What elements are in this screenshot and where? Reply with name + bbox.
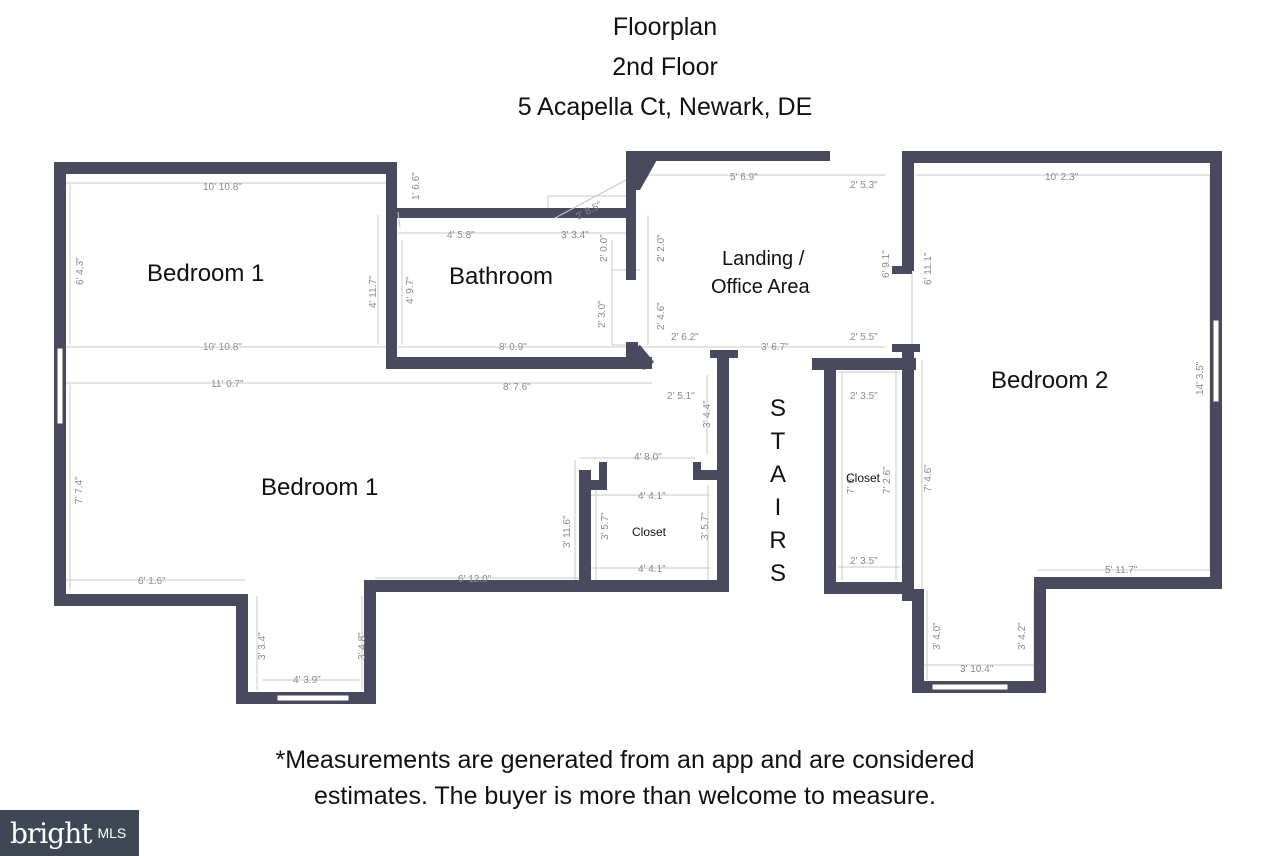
address-label: 5 Acapella Ct, Newark, DE [517,93,813,121]
windows [56,319,1220,702]
dim-label: 3' 5.7" [600,512,611,540]
dim-label: 3' 3.4" [257,632,268,660]
dim-label: 6' 12.0" [458,574,492,585]
dim-label: 2' 5.3" [850,180,878,191]
dim-label: 2' 6.2" [671,332,699,343]
dim-label: 5' 11.7" [1105,565,1138,576]
dim-label: 4' 4.1" [638,564,666,575]
stairs-letter: T [771,428,786,455]
dim-label: 2' 3.5" [850,391,878,402]
dim-label: 2' 3.0" [597,300,608,328]
dim-label: 6' 4.3" [75,257,86,285]
dim-label: 3' 4.4" [702,400,713,428]
stairs-letter: S [770,395,786,422]
dim-label: 8' 0.9" [499,342,527,353]
dim-label: 10' 10.8" [203,342,242,353]
stairs-letter: S [770,560,786,587]
dimension-lines [66,165,1211,690]
dim-label: 11' 0.7" [211,379,244,390]
dim-label: 2' 8.5" [574,200,604,223]
dim-label: 3' 3.4" [561,230,589,241]
dim-label: 1' 6.6" [411,172,422,200]
dim-label: 7' 6" [846,474,857,494]
dim-label: 2' 2.0" [656,234,667,262]
dim-label: 7' 2.6" [882,466,893,494]
dim-label: 3' 4.8" [357,632,368,660]
floorplan-title: Floorplan [612,13,718,41]
dim-label: 10' 2.3" [1045,172,1079,183]
room-label-closet-right: Closet [846,471,881,485]
dim-label: 4' 3.9" [293,675,321,686]
stairs-letter: R [769,527,786,554]
dim-label: 8' 7.6" [503,382,531,393]
logo-mls-text: MLS [97,825,127,841]
stairs-letter: I [775,494,782,521]
room-label-office-area: Office Area [711,276,810,298]
dim-label: 5' 6.9" [730,172,758,183]
dim-label: 2' 5.5" [850,332,878,343]
dim-label: 14' 3.5" [1195,361,1206,395]
room-label-bedroom-2: Bedroom 2 [991,367,1108,394]
walls [54,151,1222,704]
dim-label: 2' 0.0" [599,234,610,262]
stairs-letter: A [770,461,786,488]
dim-label: 3' 4.0" [932,622,943,650]
disclaimer-line-1: *Measurements are generated from an app … [275,746,975,774]
room-label-bedroom-1-main: Bedroom 1 [261,474,378,501]
room-labels: Bedroom 1 Bathroom Landing / Office Area… [147,248,1108,539]
stairs-label: S T A I R S [769,395,786,587]
room-label-bedroom-1-upper: Bedroom 1 [147,260,264,287]
dim-label: 2' 5.1" [667,391,695,402]
room-label-bathroom: Bathroom [449,263,553,290]
dim-label: 2' 3.5" [850,556,878,567]
dim-label: 3' 10.4" [960,664,994,675]
dim-label: 4' 5.8" [447,230,475,241]
dim-label: 3' 6.7" [761,342,789,353]
dim-label: 7' 4.6" [923,464,934,492]
dim-label: 4' 9.7" [405,276,416,304]
dimension-labels: 10' 10.8" 1' 6.6" 5' 6.9" 2' 5.3" 10' 2.… [74,172,1206,686]
dim-label: 10' 10.8" [203,182,242,193]
dim-label: 3' 5.7" [700,512,711,540]
dim-label: 4' 11.7" [368,275,379,308]
door-swings [397,179,627,229]
dim-label: 6' 9.1" [881,250,892,278]
dim-label: 4' 8.0" [634,452,662,463]
dim-label: 2' 4.6" [656,302,667,330]
dim-label: 7' 7.4" [74,476,85,504]
dim-label: 4' 4.1" [638,491,666,502]
dim-label: 3' 11.6" [562,515,573,548]
disclaimer-line-2: estimates. The buyer is more than welcom… [313,782,937,810]
logo-brand-text: bright [10,816,92,850]
dim-label: 6' 11.1" [923,252,934,285]
floor-label: 2nd Floor [612,53,718,81]
bright-mls-logo: bright MLS [0,810,139,856]
room-label-closet-left: Closet [632,525,667,539]
room-label-landing: Landing / [722,248,805,270]
dim-label: 3' 4.2" [1017,622,1028,650]
dim-label: 6' 1.6" [138,576,166,587]
